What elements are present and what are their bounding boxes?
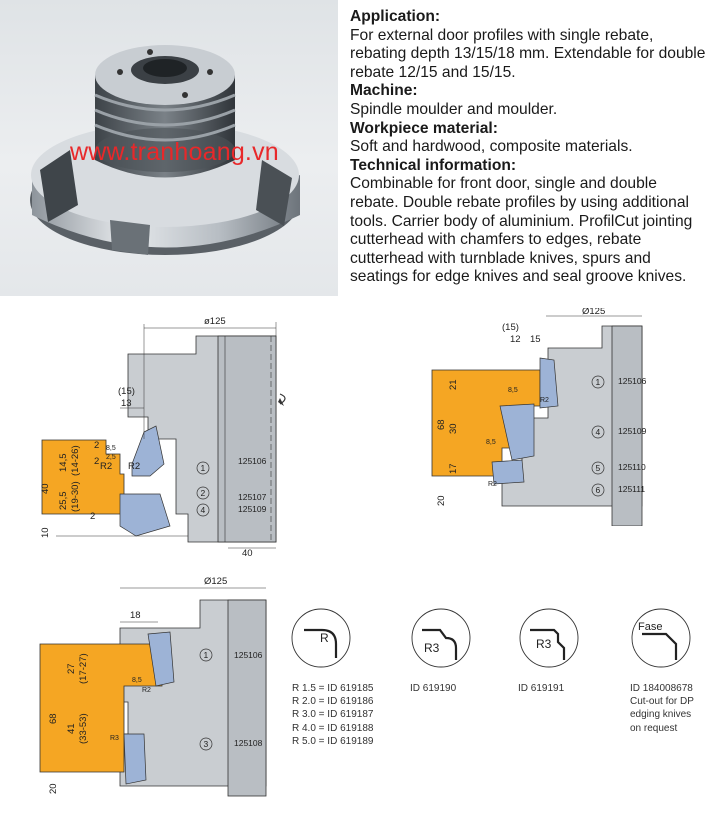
d2-21: 21 — [448, 379, 459, 390]
d1-10: 10 — [40, 527, 51, 538]
d1-r2b: R2 — [128, 461, 140, 472]
d2-15: 15 — [530, 334, 541, 345]
d2-15p: (15) — [502, 322, 519, 333]
d1-13: 13 — [121, 398, 132, 409]
profile-3-line: ID 619191 — [518, 683, 565, 694]
material-text: Soft and hardwood, composite materials. — [350, 138, 633, 156]
d1-2c: 2 — [90, 511, 95, 522]
d1-40b: 40 — [242, 548, 253, 559]
d3-id3: 125108 — [234, 738, 263, 748]
d2-id1: 125106 — [618, 376, 647, 386]
d3-17_27: (17-27) — [78, 653, 89, 684]
d2-diameter: Ø125 — [582, 308, 605, 317]
profile-1-line: R 5.0 = ID 619189 — [292, 735, 374, 747]
d3-33_53: (33-53) — [78, 713, 89, 744]
d2-n5: 5 — [596, 463, 601, 473]
d1-14_26: (14-26) — [70, 445, 81, 476]
d3-n1: 1 — [204, 650, 209, 660]
d3-8_5: 8,5 — [132, 677, 142, 684]
d3-18: 18 — [130, 610, 141, 621]
d2-id4: 125109 — [618, 426, 647, 436]
profile-2-line: ID 619190 — [410, 683, 457, 694]
profile-r3b-icon: R3 — [519, 608, 579, 668]
d2-30: 30 — [448, 423, 459, 434]
d2-17: 17 — [448, 463, 459, 474]
d2-n1: 1 — [596, 377, 601, 387]
d1-25_5: 25,5 — [58, 492, 69, 511]
profile-4-line: Cut-out for DP — [630, 696, 694, 708]
material-heading: Workpiece material: — [350, 119, 498, 137]
profile-r3-icon: R3 — [411, 608, 471, 668]
d3-diameter: Ø125 — [204, 576, 227, 587]
d1-id2: 125107 — [238, 492, 267, 502]
profile-fase-icon: Fase — [631, 608, 691, 668]
info-text: Application: For external door profiles … — [350, 8, 706, 287]
d1-2a: 2 — [94, 440, 99, 451]
profile-4-caption: ID 184008678 Cut-out for DP edging knive… — [630, 682, 710, 735]
d2-n4: 4 — [596, 427, 601, 437]
profile-r-icon: R — [291, 608, 351, 668]
d2-r2b: R2 — [488, 481, 497, 488]
profile-2-caption: ID 619190 — [410, 682, 500, 695]
machine-heading: Machine: — [350, 82, 418, 100]
product-photo: www.tranhoang.vn — [0, 0, 338, 296]
d3-r3: R3 — [110, 735, 119, 742]
d1-n1: 1 — [201, 463, 206, 473]
d2-8_5b: 8,5 — [486, 439, 496, 446]
d2-r2a: R2 — [540, 397, 549, 404]
d1-id1: 125106 — [238, 456, 267, 466]
d3-27: 27 — [66, 663, 77, 674]
application-heading: Application: — [350, 8, 441, 25]
profile-3-symbol: R3 — [536, 637, 552, 651]
d3-r2: R2 — [142, 687, 151, 694]
d1-r2a: R2 — [100, 461, 112, 472]
diagram-single-rebate: ø125 (15) 13 8,5 2,5 2 2 R2 R2 14,5 (14-… — [40, 316, 286, 559]
d3-n3: 3 — [204, 739, 209, 749]
d3-41: 41 — [66, 723, 77, 734]
profile-legend: R R 1.5 = ID 619185 R 2.0 = ID 619186 R … — [290, 608, 710, 808]
technical-heading: Technical information: — [350, 156, 517, 174]
watermark-text: www.tranhoang.vn — [70, 138, 279, 166]
profile-1-line: R 4.0 = ID 619188 — [292, 722, 374, 734]
profile-3-caption: ID 619191 — [518, 682, 608, 695]
cutterhead-image — [30, 45, 300, 255]
d1-8_5: 8,5 — [106, 445, 116, 452]
d1-40: 40 — [40, 483, 51, 494]
profile-1-caption: R 1.5 = ID 619185 R 2.0 = ID 619186 R 3.… — [292, 682, 402, 748]
d1-15: (15) — [118, 386, 135, 397]
d2-68: 68 — [436, 419, 447, 430]
profile-4-line: ID 184008678 — [630, 683, 693, 694]
d1-19_30: (19-30) — [70, 481, 81, 512]
profile-1-symbol: R — [320, 631, 329, 645]
profile-4-symbol: Fase — [638, 621, 662, 633]
d3-id1: 125106 — [234, 650, 263, 660]
profile-4-line: edging knives — [630, 709, 692, 721]
d1-n2: 2 — [201, 488, 206, 498]
d3-68: 68 — [48, 713, 59, 724]
d2-id6: 125111 — [618, 484, 645, 494]
diagram-double-rebate: Ø125 (15) 12 15 8,5 8,5 R2 R2 21 68 30 1… — [431, 308, 647, 526]
d2-8_5a: 8,5 — [508, 387, 518, 394]
profile-1-line: R 3.0 = ID 619187 — [292, 709, 374, 721]
d3-20: 20 — [48, 783, 59, 794]
d1-diameter: ø125 — [204, 316, 226, 327]
machine-text: Spindle moulder and moulder. — [350, 100, 558, 118]
d2-12: 12 — [510, 334, 521, 345]
d1-14_5: 14,5 — [58, 454, 69, 473]
d1-2_5: 2,5 — [106, 454, 116, 461]
d1-n4: 4 — [201, 505, 206, 515]
application-text: For external door profiles with single r… — [350, 26, 706, 81]
d2-n6: 6 — [596, 485, 601, 495]
technical-text: Combinable for front door, single and do… — [350, 175, 693, 286]
d1-2b: 2 — [94, 456, 99, 467]
profile-1-line: R 1.5 = ID 619185 — [292, 683, 374, 694]
diagram-rebate-18: Ø125 18 8,5 R2 R3 27 (17-27) 68 41 (33-5… — [39, 576, 267, 797]
d2-id5: 125110 — [618, 462, 646, 472]
d1-id4: 125109 — [238, 504, 267, 514]
profile-2-symbol: R3 — [424, 641, 440, 655]
d2-20: 20 — [436, 495, 447, 506]
profile-1-line: R 2.0 = ID 619186 — [292, 696, 374, 708]
profile-4-line: on request — [630, 722, 678, 734]
